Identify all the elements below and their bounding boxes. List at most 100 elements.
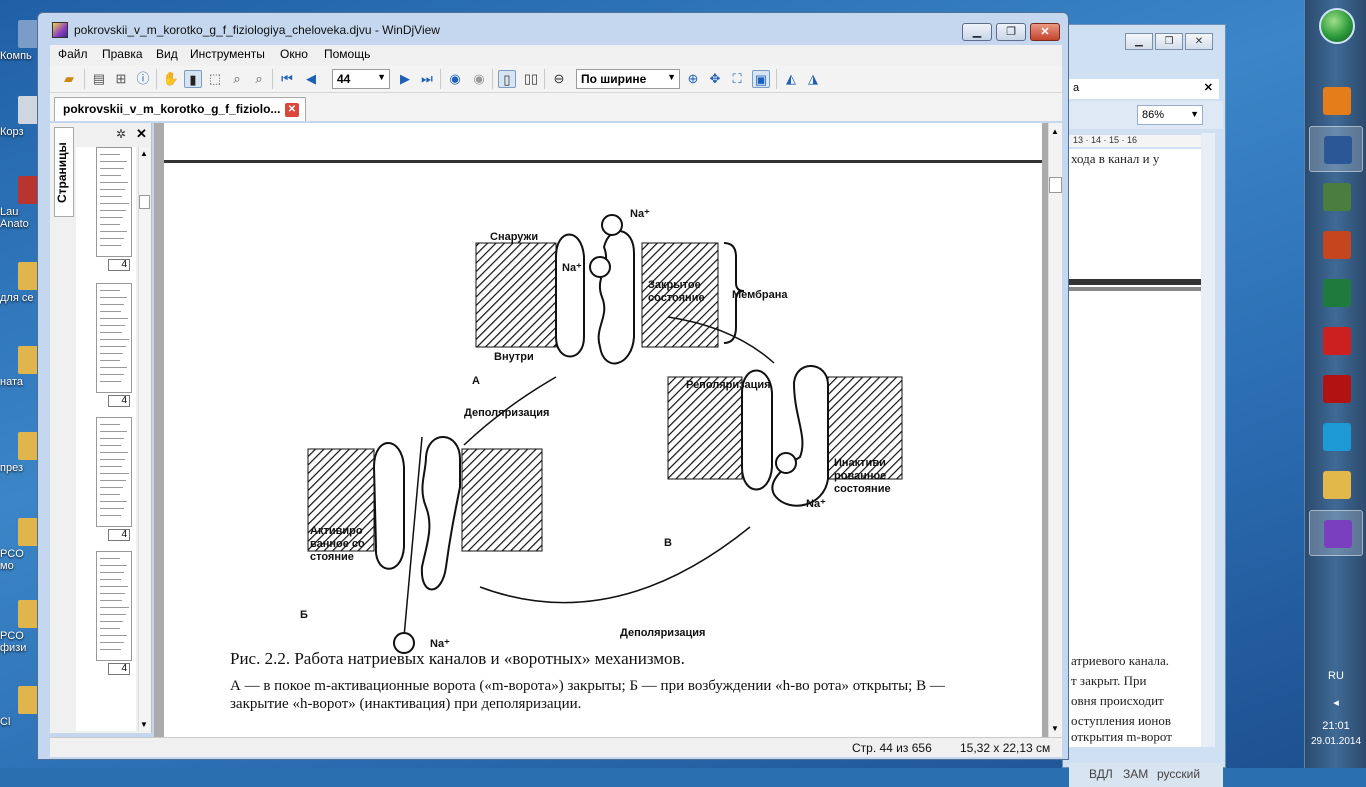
zoom-rect-icon[interactable]: ⌕: [255, 71, 263, 86]
menu-view[interactable]: Вид: [156, 47, 178, 61]
taskbar-media-player-button[interactable]: [1309, 78, 1363, 124]
bg-minimize-button[interactable]: ▁: [1125, 33, 1153, 50]
pages-panel-tab[interactable]: Страницы: [54, 127, 74, 217]
taskbar-explorer-button[interactable]: [1309, 462, 1363, 508]
membrane-block: [827, 376, 903, 480]
minimize-button[interactable]: ▁: [962, 23, 992, 41]
info-icon[interactable]: ⓘ: [136, 71, 150, 86]
page-thumbnail[interactable]: [96, 147, 132, 257]
fit-width-icon[interactable]: ✥: [709, 71, 721, 86]
fit-page-icon[interactable]: ⛶: [732, 71, 742, 86]
bg-maximize-button[interactable]: ❐: [1155, 33, 1183, 50]
taskbar-skype-button[interactable]: [1309, 414, 1363, 460]
thumbnail-text-line: [100, 494, 120, 495]
bg-language-status[interactable]: русский: [1157, 767, 1201, 781]
thumbnail-scroll-thumb[interactable]: [139, 195, 150, 209]
desktop-icon[interactable]: Компь: [0, 20, 46, 62]
page-thumbnail[interactable]: [96, 283, 132, 393]
thumbnail-scrollbar[interactable]: ▲ ▼: [138, 147, 150, 731]
bg-tab-close-icon[interactable]: ✕: [1203, 82, 1213, 94]
bg-tab-header[interactable]: а✕: [1069, 79, 1219, 99]
document-vertical-scrollbar[interactable]: ▲ ▼: [1048, 123, 1062, 737]
single-page-icon[interactable]: ▯: [498, 70, 516, 88]
desktop-icon[interactable]: Cl: [0, 686, 46, 728]
taskbar-excel-button[interactable]: [1309, 270, 1363, 316]
next-page-icon[interactable]: ▶: [400, 71, 410, 86]
facing-pages-icon[interactable]: ▯▯: [523, 71, 539, 86]
taskbar-acrobat-button[interactable]: [1309, 366, 1363, 412]
close-icon[interactable]: ✕: [136, 126, 147, 141]
rect-select-icon[interactable]: ⬚: [208, 71, 222, 86]
scroll-down-icon[interactable]: ▼: [140, 720, 148, 729]
bg-status-item[interactable]: ЗАМ: [1123, 767, 1149, 781]
menu-tools[interactable]: Инструменты: [190, 47, 265, 61]
back-icon[interactable]: ◉: [449, 71, 461, 86]
bg-vertical-scrollbar[interactable]: [1201, 133, 1215, 747]
menu-edit[interactable]: Правка: [102, 47, 143, 61]
close-icon[interactable]: ✕: [285, 103, 299, 117]
bg-close-button[interactable]: ✕: [1185, 33, 1213, 50]
bg-doc-line: открытия m-ворот: [1071, 729, 1172, 744]
desktop-icon[interactable]: PCO мо: [0, 518, 46, 572]
page-thumbnail[interactable]: [96, 551, 132, 661]
page-number-input[interactable]: 44▼: [332, 69, 390, 89]
select-tool-icon[interactable]: ▮: [184, 70, 202, 88]
zoom-select[interactable]: По ширине▼: [576, 69, 680, 89]
close-button[interactable]: ✕: [1030, 23, 1060, 41]
menu-window[interactable]: Окно: [280, 47, 308, 61]
start-button[interactable]: [1319, 8, 1355, 44]
clock-date[interactable]: 29.01.2014: [1310, 736, 1362, 747]
scroll-up-icon[interactable]: ▲: [140, 149, 148, 158]
background-word-window[interactable]: ▁ ❐ ✕ а✕ 86%▼ 13 · 14 · 15 · 16 хода в к…: [1062, 24, 1226, 787]
taskbar-network-button[interactable]: [1309, 174, 1363, 220]
title-bar[interactable]: pokrovskii_v_m_korotko_g_f_fiziologiya_c…: [38, 13, 1068, 45]
page-thumbnail[interactable]: [96, 417, 132, 527]
last-page-icon[interactable]: ⏭: [421, 71, 433, 86]
bg-document[interactable]: хода в канал и у атриевого канала. т зак…: [1069, 149, 1207, 747]
clock-time[interactable]: 21:01: [1322, 720, 1350, 732]
desktop-icon[interactable]: Lau Anato: [0, 176, 46, 230]
scroll-down-icon[interactable]: ▼: [1051, 724, 1059, 733]
scroll-up-icon[interactable]: ▲: [1051, 127, 1059, 136]
zoom-in-icon[interactable]: ⊕: [687, 71, 699, 86]
desktop-icon[interactable]: для се: [0, 262, 46, 304]
previous-page-icon[interactable]: ◀: [306, 71, 316, 86]
taskbar-powerpoint-button[interactable]: [1309, 222, 1363, 268]
tray-expand-icon[interactable]: ◂: [1333, 697, 1339, 709]
document-scroll-thumb[interactable]: [1049, 177, 1062, 193]
document-viewport[interactable]: Снаружи Внутри Мембрана Закрытое состоян…: [154, 123, 1062, 737]
gear-icon[interactable]: ✲: [116, 127, 127, 141]
menu-help[interactable]: Помощь: [324, 47, 371, 61]
zoom-out-icon[interactable]: ⊖: [553, 71, 565, 86]
desktop-icon[interactable]: Корз: [0, 96, 46, 138]
actual-size-icon[interactable]: ▣: [752, 70, 770, 88]
bg-zoom-box[interactable]: 86%▼: [1137, 105, 1203, 125]
desktop-icon[interactable]: през: [0, 432, 46, 474]
zoom-tool-icon[interactable]: ⌕: [233, 71, 241, 86]
rotate-right-icon[interactable]: ◮: [808, 71, 818, 86]
taskbar-opera-button[interactable]: [1309, 318, 1363, 364]
rotate-left-icon[interactable]: ◭: [786, 71, 796, 86]
desktop-icon[interactable]: PCO физи: [0, 600, 46, 654]
menu-file[interactable]: Файл: [58, 47, 88, 61]
thumbnail-text-line: [100, 649, 121, 650]
document-tab[interactable]: pokrovskii_v_m_korotko_g_f_fiziolo... ✕: [54, 97, 306, 121]
taskbar-word-button[interactable]: [1309, 126, 1363, 172]
menu-bar: Файл Правка Вид Инструменты Окно Помощь: [50, 45, 1062, 65]
find-icon[interactable]: ⊞: [115, 71, 127, 86]
maximize-button[interactable]: ❐: [996, 23, 1026, 41]
thumbnail-text-line: [100, 332, 122, 333]
taskbar-windjview-button[interactable]: [1309, 510, 1363, 556]
bg-status-bar: ВДЛ ЗАМ русский: [1069, 763, 1223, 787]
forward-icon[interactable]: ◉: [473, 71, 485, 86]
print-icon[interactable]: ▤: [92, 71, 106, 86]
desktop-icon[interactable]: ната: [0, 346, 46, 388]
hand-tool-icon[interactable]: ✋: [162, 71, 180, 86]
first-page-icon[interactable]: ⏮: [281, 71, 293, 86]
document-page[interactable]: Снаружи Внутри Мембрана Закрытое состоян…: [164, 123, 1042, 737]
language-indicator[interactable]: RU: [1328, 670, 1344, 682]
open-icon[interactable]: ▰: [64, 71, 74, 86]
thumbnail-text-line: [100, 161, 127, 162]
bg-status-item[interactable]: ВДЛ: [1089, 767, 1113, 781]
